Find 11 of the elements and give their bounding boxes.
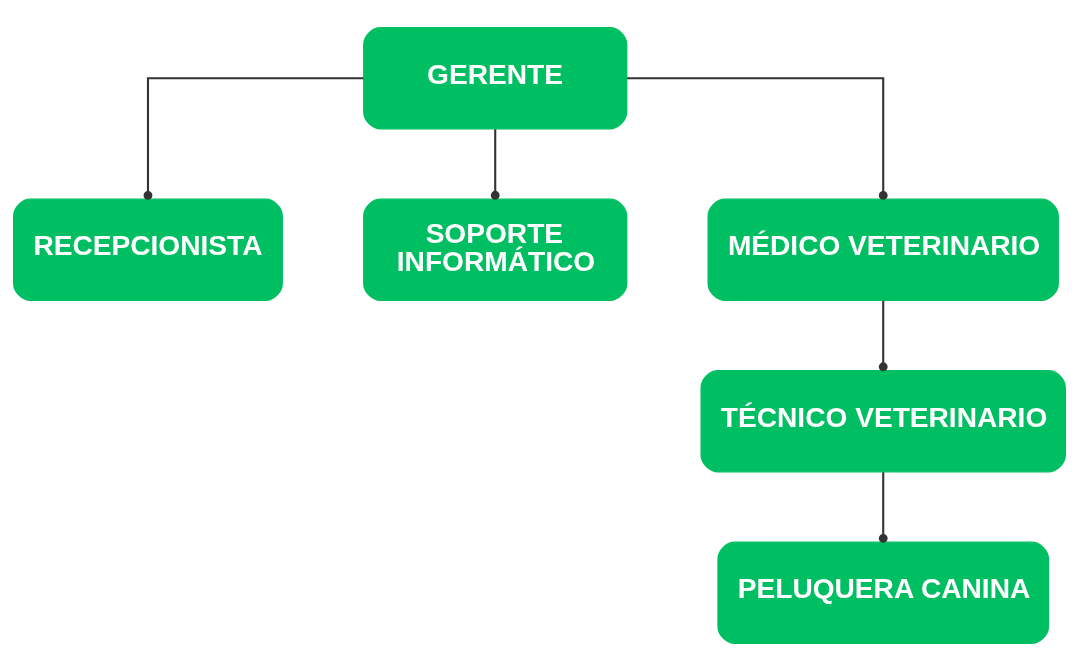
node-box: PELUQUERA CANINA bbox=[717, 541, 1050, 645]
connector bbox=[878, 300, 888, 372]
node-box: SOPORTE INFORMÁTICO bbox=[363, 198, 628, 302]
node-box: TÉCNICO VETERINARIO bbox=[700, 369, 1066, 473]
node-box: GERENTE bbox=[363, 26, 628, 130]
connector bbox=[878, 472, 888, 543]
node-box: RECEPCIONISTA bbox=[13, 198, 283, 302]
connector bbox=[490, 129, 500, 200]
node-box: MÉDICO VETERINARIO bbox=[707, 198, 1059, 302]
connector bbox=[143, 77, 364, 200]
connector bbox=[627, 77, 888, 200]
